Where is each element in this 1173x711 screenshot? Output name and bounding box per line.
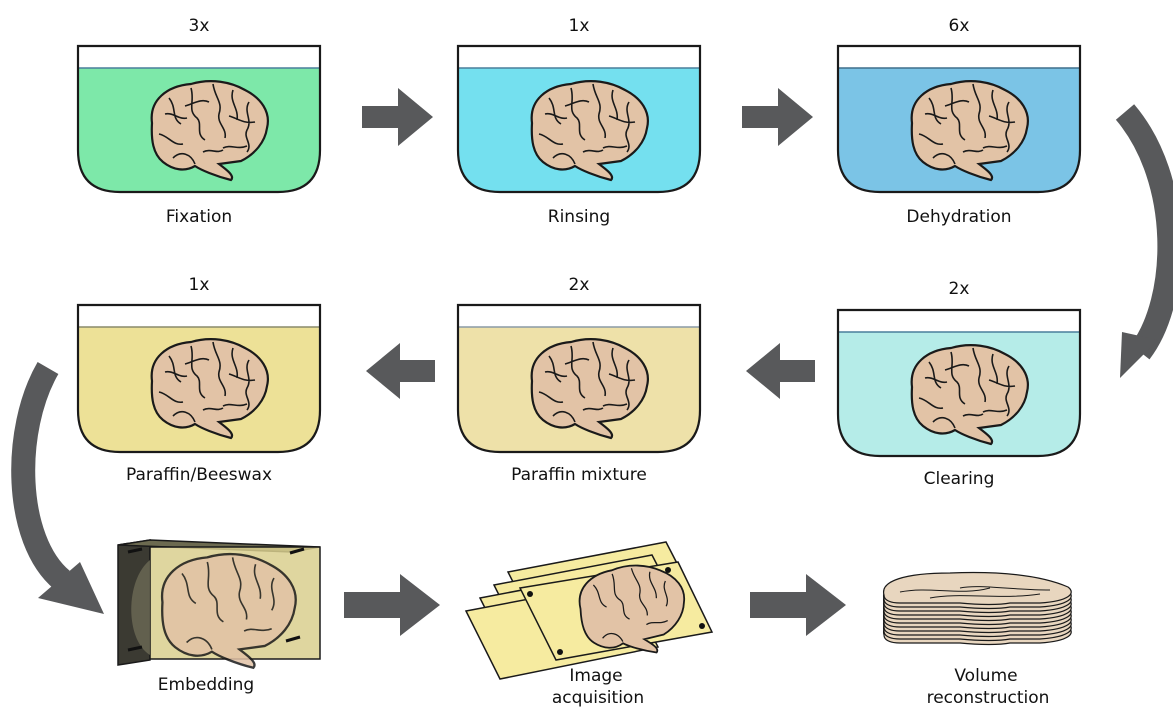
fixation-count: 3x bbox=[189, 16, 210, 36]
image-acquisition-label-line2: acquisition bbox=[552, 688, 644, 708]
step-dehydration: 6x Dehydration bbox=[836, 16, 1082, 227]
arrow-right-icon bbox=[362, 88, 433, 146]
volume-reconstruction-label-line1: Volume bbox=[954, 666, 1017, 686]
paraffin-mixture-container bbox=[456, 303, 702, 454]
curved-arrow-head-icon bbox=[1120, 332, 1158, 378]
arrow-right-icon bbox=[742, 88, 813, 146]
image-acquisition-label-line1: Image bbox=[569, 666, 622, 686]
clearing-count: 2x bbox=[949, 279, 970, 299]
clearing-container bbox=[836, 308, 1082, 458]
arrow-right-icon bbox=[344, 574, 440, 636]
paraffin-mixture-count: 2x bbox=[569, 275, 590, 295]
step-fixation: 3x Fixation bbox=[76, 16, 322, 227]
step-clearing: 2x Clearing bbox=[836, 279, 1082, 489]
curved-arrow-shaft bbox=[1115, 104, 1173, 360]
curved-arrow-shaft bbox=[11, 361, 71, 590]
dehydration-count: 6x bbox=[949, 16, 970, 36]
step-paraffin-mixture: 2x Paraffin mixture bbox=[456, 275, 702, 485]
rinsing-count: 1x bbox=[569, 16, 590, 36]
arrow-left-icon bbox=[366, 343, 435, 399]
rinsing-label: Rinsing bbox=[548, 207, 610, 227]
dehydration-container bbox=[836, 44, 1082, 194]
stack-slice bbox=[883, 571, 1072, 606]
curved-arrow-head-icon bbox=[38, 562, 104, 614]
volume-reconstruction-label-line2: reconstruction bbox=[927, 688, 1050, 708]
paraffin-beeswax-container bbox=[76, 303, 322, 454]
step-rinsing: 1x Rinsing bbox=[456, 16, 702, 227]
dehydration-label: Dehydration bbox=[906, 207, 1011, 227]
arrow-right-icon bbox=[750, 574, 846, 636]
paraffin-mixture-label: Paraffin mixture bbox=[511, 465, 647, 485]
volume-reconstruction-stack bbox=[883, 571, 1072, 646]
fixation-container bbox=[76, 44, 322, 194]
paraffin-beeswax-count: 1x bbox=[189, 275, 210, 295]
image-acquisition-slides bbox=[464, 541, 714, 680]
stack-top-texture bbox=[899, 586, 1051, 599]
embedding-block bbox=[117, 539, 321, 669]
fixation-label: Fixation bbox=[166, 207, 232, 227]
embedding-label: Embedding bbox=[158, 675, 254, 695]
step-paraffin-beeswax: 1x Paraffin/Beeswax bbox=[76, 275, 322, 485]
arrow-left-icon bbox=[746, 343, 815, 399]
rinsing-container bbox=[456, 44, 702, 194]
paraffin-beeswax-label: Paraffin/Beeswax bbox=[126, 465, 272, 485]
clearing-label: Clearing bbox=[924, 469, 995, 489]
